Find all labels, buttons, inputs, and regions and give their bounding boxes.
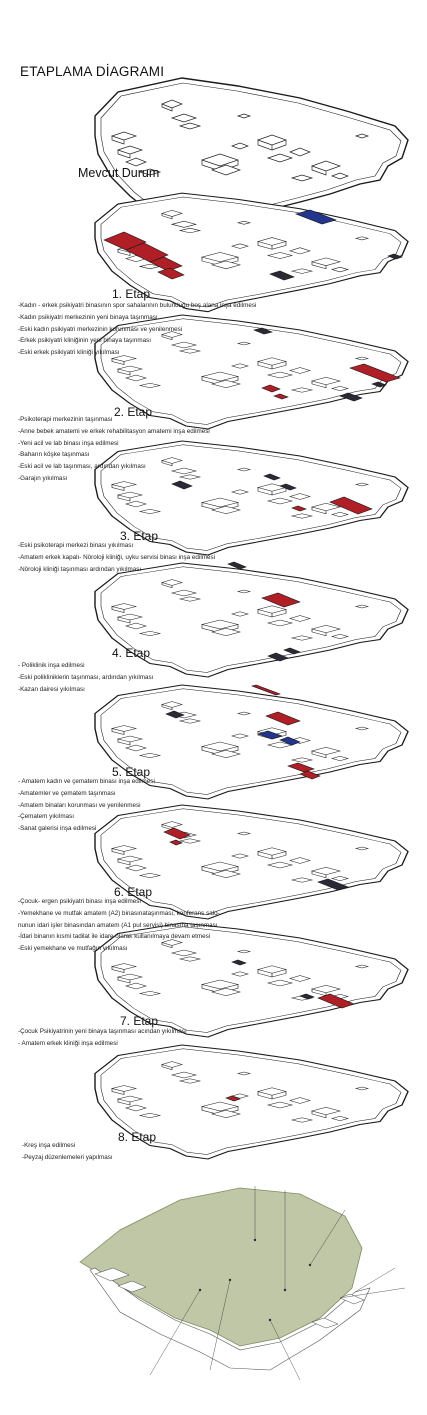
note-line: - Amatem kadın ve çematem binası inşa ed…: [18, 778, 155, 785]
stage-7-notes: -Çocuk Psikiyatrinin yeni binaya taşınma…: [18, 1026, 318, 1050]
stage-2-notes: -Psikoterapi merkezinin taşınması -Anne …: [18, 414, 318, 485]
note-line: -Eski erkek psikiyatri kliniği yıkılması: [18, 349, 120, 357]
note-line: -Amatem binaları korunması ve yenilenmes…: [18, 801, 141, 809]
note-line: -Kadın psikiyatri merkezinin yeni binaya…: [18, 313, 158, 321]
note-line: -Eski kadın psikiyatri merkezinin korunm…: [18, 325, 183, 333]
stage-label-6: 6. Etap: [114, 885, 153, 899]
note-line: -Çocuk Psikiyatrinin yeni binaya taşınma…: [18, 1028, 187, 1035]
stage-label-5: 5. Etap: [112, 765, 151, 779]
stage-1-notes: -Kadın - erkek psikiyatri binasının spor…: [18, 300, 318, 359]
plan-stage-8: [94, 1044, 409, 1160]
stage-6-notes: -Çocuk- ergen psikiyatri binası inşa edi…: [18, 896, 318, 955]
note-line: -Peyzaj düzenlemeleri yapılması: [22, 1153, 113, 1161]
stage-4-notes: - Poliklinik inşa edilmesi -Eski polikli…: [18, 660, 318, 695]
plan-stage-7: [94, 922, 409, 1038]
note-line: -Yemekhane ve mutfak amatem (A2) binasın…: [18, 909, 220, 917]
plan-stage-6: [94, 804, 409, 920]
stage-5-notes: - Amatem kadın ve çematem binası inşa ed…: [18, 776, 318, 835]
note-line: - Poliklinik inşa edilmesi: [18, 662, 85, 669]
note-line: -Erkek psikiyatri kliniğinin yeni binaya…: [18, 337, 151, 345]
plan-stage-2: [94, 314, 409, 430]
stage-3-notes: -Eski psikoterapi merkezi binası yıkılma…: [18, 540, 318, 575]
plan-stage-1: [94, 192, 409, 313]
note-line: -Sanat galerisi inşa edilmesi: [18, 825, 97, 833]
note-line: -İdari binanın kısmi tadilat ile idare o…: [18, 933, 211, 941]
note-line: -Eski psikoterapi merkezi binası yıkılma…: [18, 542, 134, 549]
note-line: -Psikoterapi merkezinin taşınması: [18, 416, 113, 423]
stage-8-notes: -Kreş inşa edilmesi -Peyzaj düzenlemeler…: [22, 1140, 322, 1164]
note-line: -Eski acil ve lab taşınması, ardından yı…: [18, 463, 146, 471]
note-line: -Eski polikliniklerin taşınması, ardında…: [18, 673, 154, 681]
note-line: -Amatemler ve çematem taşınması: [18, 789, 116, 797]
note-line: -Eski yemekhane ve mutfağın yıkılması: [18, 945, 128, 953]
stage-label-8: 8. Etap: [118, 1130, 157, 1144]
plan-stage-4: [94, 561, 409, 678]
landscape-axonometric: [79, 1186, 406, 1381]
note-line: -Kadın - erkek psikiyatri binasının spor…: [18, 302, 257, 309]
note-line: -Nöroloji kliniği taşınması ardından yık…: [18, 565, 142, 573]
note-line: -Anne bebek amatemi ve erkek rehabilitas…: [18, 427, 210, 435]
plan-stage-3: [94, 440, 409, 556]
stage-label-7: 7. Etap: [120, 1014, 159, 1028]
note-line: - Amatem erkek kliniği inşa edilmesi: [18, 1039, 118, 1047]
plan-stage-5: [94, 684, 409, 800]
note-line: -Baharın köşke taşınması: [18, 451, 90, 459]
note-line: -Kreş inşa edilmesi: [22, 1142, 76, 1149]
note-line: -Kazan dairesi yıkılması: [18, 685, 85, 693]
note-line: nunun idari işler binasından amatem (A1 …: [18, 921, 218, 929]
stage-label-existing: Mevcut Durum: [78, 166, 160, 180]
note-line: -Çematem yıkılması: [18, 813, 74, 821]
note-line: -Amatem erkek kapalı- Nöroloji kliniği, …: [18, 553, 216, 561]
stage-label-2: 2. Etap: [114, 405, 153, 419]
diagram-title: ETAPLAMA DİAGRAMI: [20, 64, 165, 79]
note-line: -Çocuk- ergen psikiyatri binası inşa edi…: [18, 898, 141, 905]
stage-label-1: 1. Etap: [112, 287, 151, 301]
note-line: -Yeni acil ve lab binası inşa edilmesi: [18, 439, 119, 447]
stage-label-3: 3. Etap: [120, 529, 159, 543]
note-line: -Garajın yıkılması: [18, 474, 68, 482]
stage-label-4: 4. Etap: [112, 646, 151, 660]
